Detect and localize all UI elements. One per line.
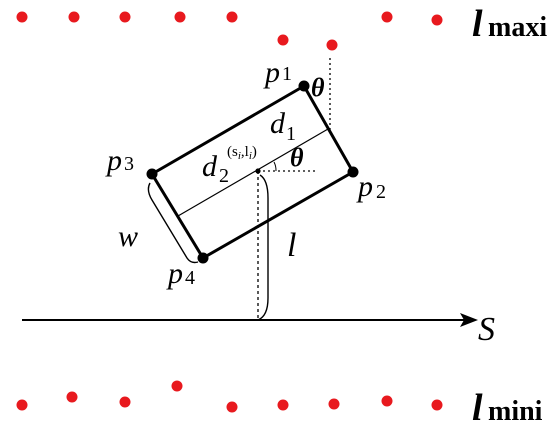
p2-subscript: 2 [376, 181, 386, 203]
lmax-subscript: maxi [488, 12, 547, 43]
vehicle-centerline [177, 128, 329, 217]
boundary-dot [328, 398, 340, 410]
lower-boundary-dots [16, 380, 443, 413]
upper-boundary-dots [16, 11, 443, 51]
boundary-dot [174, 11, 186, 23]
p1-label: p [263, 56, 280, 89]
boundary-dot [16, 399, 28, 411]
p4-label: p [166, 257, 183, 290]
d2-label: d [202, 150, 218, 183]
corner-point-p3 [146, 168, 158, 180]
center-coordinate-label: (si,li) [227, 144, 257, 162]
boundary-dot [431, 399, 443, 411]
d2-subscript: 2 [219, 165, 229, 187]
lmin-subscript: mini [488, 396, 543, 427]
boundary-dot [171, 380, 183, 392]
boundary-dot [16, 11, 28, 23]
boundary-dot [381, 395, 393, 407]
p2-label: p [356, 170, 373, 203]
theta-center-label: θ [290, 143, 304, 172]
boundary-dot [226, 401, 238, 413]
l-brace [257, 174, 269, 321]
boundary-dot [277, 399, 289, 411]
boundary-dot [277, 34, 289, 46]
s-axis-arrowhead [460, 313, 478, 327]
p3-subscript: 3 [124, 153, 134, 175]
lmin-label: l [472, 387, 483, 429]
boundary-dot [226, 11, 238, 23]
theta-top-label: θ [311, 73, 325, 102]
boundary-dot [326, 39, 338, 51]
boundary-dot [431, 14, 443, 26]
center-point [255, 168, 261, 174]
d1-subscript: 1 [286, 123, 296, 145]
l-label: l [287, 227, 296, 264]
s-axis-label: S [478, 311, 495, 348]
d1-label: d [270, 107, 286, 140]
lmax-label: l [472, 3, 483, 45]
boundary-dot [381, 11, 393, 23]
corner-point-p2 [347, 166, 359, 178]
corner-point-p1 [298, 80, 310, 92]
w-label: w [118, 220, 138, 253]
boundary-dot [119, 11, 131, 23]
boundary-dot [119, 396, 131, 408]
corner-point-p4 [197, 252, 209, 264]
theta-arc [273, 161, 277, 172]
p3-label: p [105, 144, 122, 177]
boundary-dot [68, 11, 80, 23]
p1-subscript: 1 [282, 63, 292, 85]
boundary-dot [66, 391, 78, 403]
w-brace [147, 182, 199, 264]
p4-subscript: 4 [185, 267, 195, 289]
vehicle-rectangle [149, 83, 356, 261]
